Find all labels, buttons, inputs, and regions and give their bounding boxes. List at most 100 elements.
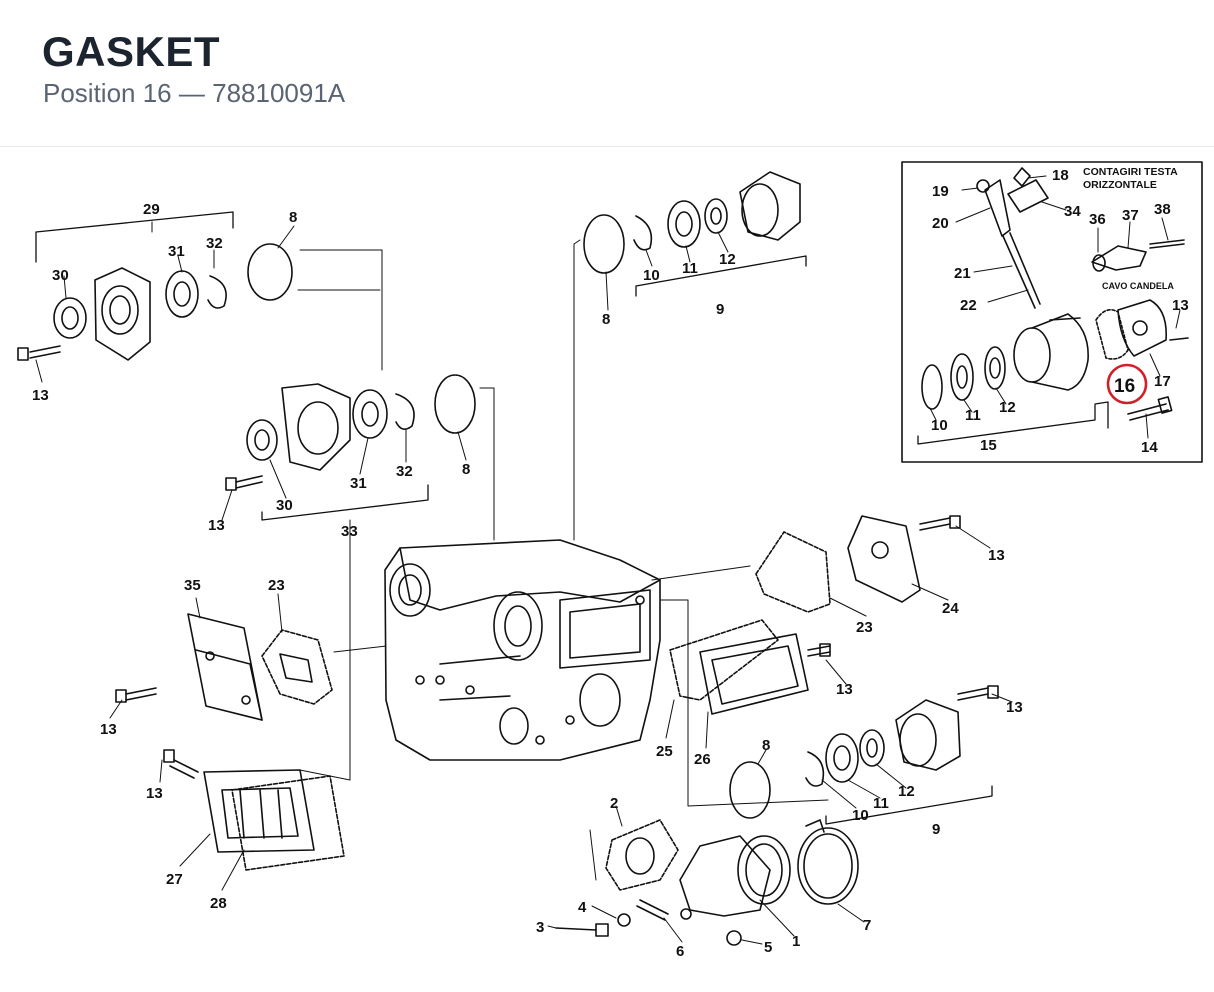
- oring-8-mid: [434, 374, 476, 434]
- callout-11-lower: 11: [873, 795, 889, 812]
- callout-9-top: 9: [716, 301, 724, 318]
- gasket-23-right: [755, 531, 831, 613]
- bracket-9-top: [635, 255, 807, 297]
- bolt-3: [555, 923, 609, 937]
- gasket-28: [231, 775, 345, 871]
- inset-title-line1: CONTAGIRI TESTA: [1083, 166, 1178, 178]
- callout-15: 15: [980, 437, 997, 454]
- housing-lower-right: [895, 699, 961, 771]
- bearing-12-top: [704, 198, 728, 234]
- bolt-13-right-mid: [807, 643, 831, 657]
- bearing-12-lower: [859, 729, 885, 767]
- callout-9-lower: 9: [932, 821, 940, 838]
- callout-13-right-top: 13: [988, 547, 1005, 564]
- bracket-29: [35, 211, 234, 263]
- inset-cover-17: [1117, 299, 1189, 357]
- callout-28: 28: [210, 895, 227, 912]
- callout-26: 26: [694, 751, 711, 768]
- oring-8-top: [583, 214, 625, 274]
- bolt-13-lower-left: [163, 749, 199, 779]
- bracket-33: [261, 484, 429, 521]
- callout-6: 6: [676, 943, 684, 960]
- cable-label: CAVO CANDELA: [1102, 281, 1174, 291]
- callout-16-highlighted[interactable]: 16: [1114, 376, 1135, 397]
- callout-37: 37: [1122, 207, 1139, 224]
- callout-29: 29: [143, 201, 160, 218]
- page-subtitle: Position 16 — 78810091A: [43, 78, 345, 109]
- callout-31-mid: 31: [350, 475, 367, 492]
- callout-24: 24: [942, 600, 959, 617]
- position-label: Position 16: [43, 78, 172, 108]
- callout-13-right-mid: 13: [836, 681, 853, 698]
- callout-8-top-left: 8: [289, 209, 297, 226]
- inset-cable-clip: [1091, 239, 1185, 272]
- page-title: GASKET: [42, 28, 221, 75]
- bolt-13-right-top: [919, 515, 961, 531]
- callout-17: 17: [1154, 373, 1171, 390]
- callout-13-lower-right: 13: [1006, 699, 1023, 716]
- callout-20: 20: [932, 215, 949, 232]
- callout-22: 22: [960, 297, 977, 314]
- inset-bracket-15: [917, 404, 1096, 445]
- bearing-31-mid: [352, 389, 388, 439]
- inset-drive-housing: [1013, 313, 1089, 391]
- inset-gasket-16: [1095, 309, 1129, 360]
- bolt-13-lower-right: [957, 685, 999, 701]
- gasket-23-left: [261, 629, 333, 705]
- callout-1: 1: [792, 933, 800, 950]
- callout-14: 14: [1141, 439, 1158, 456]
- intake-manifold-1: [679, 835, 791, 917]
- callout-32-mid: 32: [396, 463, 413, 480]
- inset-bolt-14: [1127, 396, 1173, 421]
- nut-5: [726, 930, 742, 946]
- cover-24: [847, 515, 921, 603]
- cover-26: [699, 633, 809, 715]
- housing-top: [94, 267, 151, 361]
- callout-8-lower: 8: [762, 737, 770, 754]
- bolt-13-top-left: [17, 345, 61, 361]
- diagram-canvas: CONTAGIRI TESTA ORIZZONTALE CAVO CANDELA: [17, 161, 1203, 960]
- callout-11-top: 11: [682, 260, 698, 277]
- callout-18: 18: [1052, 167, 1069, 184]
- callout-13-mid: 13: [208, 517, 225, 534]
- washer-4: [617, 913, 631, 927]
- callout-3: 3: [536, 919, 544, 936]
- bearing-11-top: [667, 200, 701, 248]
- seal-30-mid: [246, 419, 278, 461]
- callout-25: 25: [656, 743, 673, 760]
- callout-2: 2: [610, 795, 618, 812]
- callout-8-top: 8: [602, 311, 610, 328]
- callout-numbers: 29 30 31 32 8 13 30 31 32 8 13 33 8 10 1…: [32, 167, 1189, 960]
- callout-11-inset: 11: [965, 407, 981, 424]
- callout-7: 7: [863, 917, 871, 934]
- callout-10-inset: 10: [931, 417, 948, 434]
- callout-27: 27: [166, 871, 183, 888]
- gasket-2: [605, 819, 679, 891]
- highlight-ring-16[interactable]: [1106, 363, 1148, 405]
- inset-bearings: [921, 346, 1006, 410]
- callout-13-left: 13: [100, 721, 117, 738]
- callout-12-lower: 12: [898, 783, 915, 800]
- washer-bottom: [680, 908, 692, 920]
- housing-mid: [281, 383, 351, 471]
- exploded-parts-diagram: CONTAGIRI TESTA ORIZZONTALE CAVO CANDELA: [0, 147, 1214, 987]
- circlip-10-top: [633, 215, 653, 251]
- callout-10-top: 10: [643, 267, 660, 284]
- callout-21: 21: [954, 265, 971, 282]
- inset-leader-16-vertical: [1094, 401, 1109, 429]
- circlip-32-top: [207, 275, 227, 309]
- seal-30-top: [53, 297, 87, 339]
- callout-30-top: 30: [52, 267, 69, 284]
- callout-32-top: 32: [206, 235, 223, 252]
- inset-title-line2: ORIZZONTALE: [1083, 179, 1157, 191]
- inset-spindle: [976, 167, 1041, 309]
- housing-top-center: [739, 171, 801, 241]
- callout-13-lower-left: 13: [146, 785, 163, 802]
- part-number: 78810091A: [212, 78, 346, 108]
- callout-38: 38: [1154, 201, 1171, 218]
- circlip-10-lower: [805, 751, 825, 787]
- callout-10-lower: 10: [852, 807, 869, 824]
- oring-8-top-left: [247, 243, 293, 301]
- callout-13-inset: 13: [1172, 297, 1189, 314]
- callout-4: 4: [578, 899, 587, 916]
